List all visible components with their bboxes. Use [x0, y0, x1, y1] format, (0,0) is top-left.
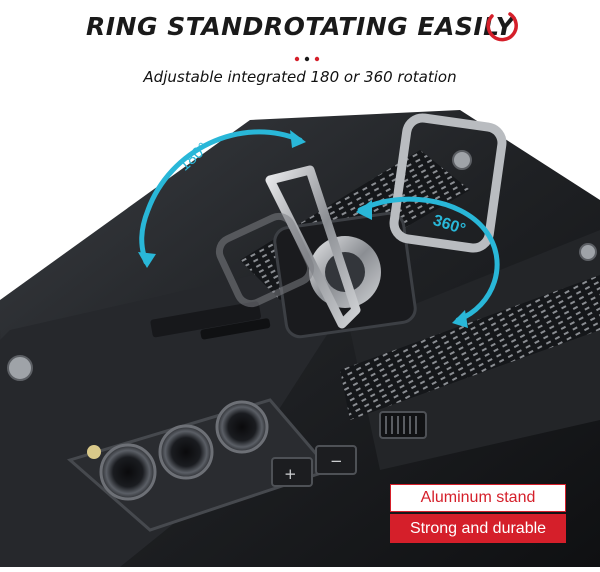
ring-loop-tilted — [389, 113, 507, 253]
volume-button-plus — [271, 457, 313, 487]
screw-right — [579, 243, 597, 261]
volume-plus-symbol: + — [284, 465, 297, 483]
badge-strong-durable: Strong and durable — [390, 514, 566, 543]
badge-aluminum-stand: Aluminum stand — [390, 484, 566, 512]
screw-left — [7, 355, 33, 381]
case-lower-panel — [0, 260, 330, 567]
arrow-360-head-top — [356, 200, 372, 220]
arrow-180-head-bottom — [138, 252, 156, 268]
arrow-360-head-bottom — [452, 310, 468, 328]
headline: RING STANDROTATING EASILY — [0, 6, 600, 46]
divider-dots — [294, 56, 320, 62]
feature-badges: Aluminum stand Strong and durable — [390, 484, 566, 543]
arrow-180-head-top — [290, 130, 306, 148]
ring-loop-faded — [215, 212, 315, 308]
camera-lens-2 — [158, 424, 214, 480]
rail-1 — [150, 301, 261, 338]
tread-strip-right — [340, 275, 600, 420]
rotation-arrow-180-icon — [139, 129, 303, 265]
screw-top — [452, 150, 472, 170]
camera-lens-3 — [215, 400, 269, 454]
subtitle: Adjustable integrated 180 or 360 rotatio… — [143, 68, 457, 86]
ring-arc-icon — [486, 12, 518, 42]
camera-lens-1 — [99, 443, 157, 501]
volume-button-minus — [315, 445, 357, 475]
power-button-ridges — [385, 416, 417, 434]
rail-2 — [200, 318, 271, 340]
page-title: RING STANDROTATING EASILY — [86, 12, 515, 41]
volume-minus-symbol: − — [330, 452, 343, 470]
ring-loop-upright — [265, 165, 361, 329]
rotation-arrow-360-icon — [357, 196, 500, 323]
camera-flash — [87, 445, 101, 459]
